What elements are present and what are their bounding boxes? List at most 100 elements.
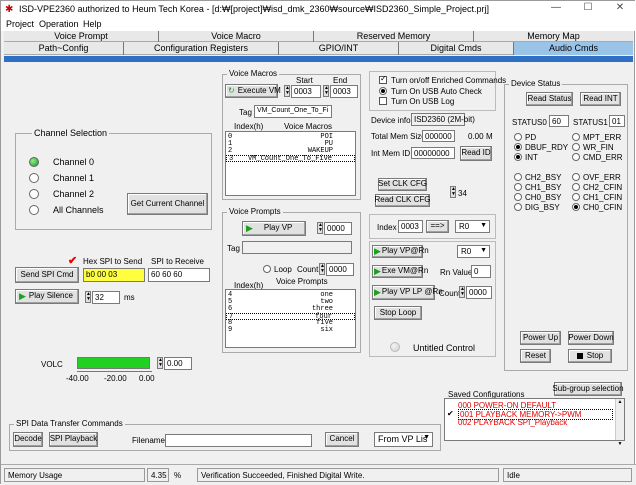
rn-count-input[interactable]: 0000: [466, 286, 492, 299]
tab-voice-macro[interactable]: Voice Macro: [159, 31, 314, 42]
channel-1-led[interactable]: [29, 173, 39, 183]
total-mem-label: Total Mem Size: [371, 132, 426, 141]
menu-project[interactable]: Project: [6, 19, 35, 29]
vp-tag-input[interactable]: [242, 241, 352, 254]
reset-button[interactable]: Reset: [520, 349, 551, 363]
status0-value: 60: [549, 115, 569, 127]
vp-spinner[interactable]: ▲▼: [317, 222, 323, 234]
untitled-led[interactable]: [390, 342, 400, 352]
rn-register-select[interactable]: R0▼: [457, 245, 490, 258]
play-silence-label: Play Silence: [28, 291, 73, 301]
maximize-icon[interactable]: ☐: [583, 2, 593, 13]
rn-count-spinner[interactable]: ▲▼: [459, 286, 465, 298]
play-vp-lp-rn-button[interactable]: ▶Play VP LP @Rn: [372, 285, 443, 300]
tab-gpio-int[interactable]: GPIO/INT: [279, 42, 399, 55]
tab-audio-cmds[interactable]: Audio Cmds: [514, 42, 633, 55]
index-arrow-button[interactable]: ==>: [426, 220, 449, 233]
play-silence-button[interactable]: ▶Play Silence: [15, 289, 79, 304]
from-vp-list-select[interactable]: From VP Lis▼: [374, 432, 433, 447]
read-status-button[interactable]: Read Status: [526, 92, 573, 106]
saved-configs-scrollbar[interactable]: ▲▼: [615, 399, 624, 447]
silence-input[interactable]: 32: [92, 291, 120, 304]
tab-path-config[interactable]: Path~Config: [4, 42, 124, 55]
vp-count-spinner[interactable]: ▲▼: [319, 263, 325, 275]
vm-end-input[interactable]: 0003: [330, 85, 358, 98]
sub-group-selection-button[interactable]: Sub-group selection: [552, 382, 624, 396]
power-down-button[interactable]: Power Down: [568, 331, 614, 345]
read-int-button[interactable]: Read INT: [580, 92, 621, 106]
hex-spi-input[interactable]: b0 00 03: [83, 268, 145, 282]
stop-loop-button[interactable]: Stop Loop: [374, 306, 422, 320]
exe-vm-rn-button[interactable]: ▶Exe VM@Rn: [372, 265, 428, 278]
play-vp-rn-button[interactable]: ▶Play VP@Rn: [372, 245, 429, 258]
usb-log-checkbox[interactable]: [379, 97, 387, 105]
loop-radio[interactable]: [263, 265, 271, 273]
tab-memory-map[interactable]: Memory Map: [527, 31, 580, 41]
rn-value-input[interactable]: 0: [471, 265, 491, 278]
channel-2-led[interactable]: [29, 189, 39, 199]
usb-auto-radio[interactable]: [379, 87, 387, 95]
spi-receive-input[interactable]: 60 60 60: [148, 268, 210, 282]
index-input[interactable]: 0003: [398, 220, 423, 233]
memory-usage-value: 4.35: [147, 468, 169, 482]
enriched-label: Turn on/off Enriched Commands: [391, 76, 507, 85]
vm-start-input[interactable]: 0003: [291, 85, 321, 98]
tab-voice-prompt[interactable]: Voice Prompt: [4, 31, 159, 42]
volc-input[interactable]: 0.00: [164, 357, 192, 370]
stop-button[interactable]: Stop: [568, 349, 612, 363]
filename-input[interactable]: [165, 434, 312, 447]
tab-configuration-registers[interactable]: Configuration Registers: [124, 42, 279, 55]
vm-start-spinner[interactable]: ▲▼: [284, 85, 290, 97]
menu-operation[interactable]: Operation: [39, 19, 79, 29]
silence-spinner[interactable]: ▲▼: [85, 291, 91, 303]
saved-config-item[interactable]: 002 PLAYBACK SPI_Playback: [458, 418, 568, 427]
total-mem-input[interactable]: 000000: [422, 130, 455, 142]
saved-config-item[interactable]: 001 PLAYBACK MEMORY->PWM: [458, 409, 613, 420]
index-register-select[interactable]: R0▼: [455, 220, 490, 233]
vp-input[interactable]: 0000: [324, 222, 352, 235]
decode-button[interactable]: Decode: [13, 432, 43, 447]
channel-0-led[interactable]: [29, 157, 39, 167]
vm-tag-input[interactable]: VM_Count_One_To_Fi: [254, 105, 332, 118]
play-vp-button[interactable]: ▶Play VP: [242, 221, 306, 236]
vm-end-spinner[interactable]: ▲▼: [323, 85, 329, 97]
saved-config-item[interactable]: 000 POWER-ON DEFAULT: [458, 401, 557, 410]
saved-configurations-list[interactable]: 000 POWER-ON DEFAULT ✔ 001 PLAYBACK MEMO…: [444, 398, 625, 447]
enriched-checkbox[interactable]: [379, 74, 387, 84]
power-up-button[interactable]: Power Up: [520, 331, 561, 345]
spi-playback-button[interactable]: SPI Playback: [49, 432, 98, 447]
play-icon: ▶: [374, 286, 381, 297]
read-clk-cfg-button[interactable]: Read CLK CFG: [374, 194, 431, 207]
get-current-channel-button[interactable]: Get Current Channel: [127, 193, 208, 215]
list-row-index: 7: [229, 313, 234, 321]
minimize-icon[interactable]: —: [551, 2, 561, 13]
status-flag-label: CH1_CFIN: [583, 193, 623, 202]
all-channels-led[interactable]: [29, 205, 39, 215]
send-spi-cmd-button[interactable]: Send SPI Cmd: [15, 267, 79, 283]
tab-digital-cmds[interactable]: Digital Cmds: [399, 42, 514, 55]
menu-help[interactable]: Help: [83, 19, 102, 29]
int-mem-id-input[interactable]: 00000000: [411, 147, 455, 159]
vp-count-input[interactable]: 0000: [326, 263, 354, 276]
tab-reserved-memory[interactable]: Reserved Memory: [314, 31, 474, 42]
read-id-button[interactable]: Read ID: [460, 146, 492, 161]
stop-label: Stop: [586, 350, 604, 360]
execute-vm-button[interactable]: ↻Execute VM: [225, 84, 281, 98]
set-clk-cfg-button[interactable]: Set CLK CFG: [378, 178, 427, 191]
close-icon[interactable]: ✕: [615, 2, 625, 13]
volc-spinner[interactable]: ▲▼: [157, 357, 163, 369]
clk-spinner[interactable]: ▲▼: [450, 186, 456, 198]
cancel-button[interactable]: Cancel: [325, 432, 359, 447]
